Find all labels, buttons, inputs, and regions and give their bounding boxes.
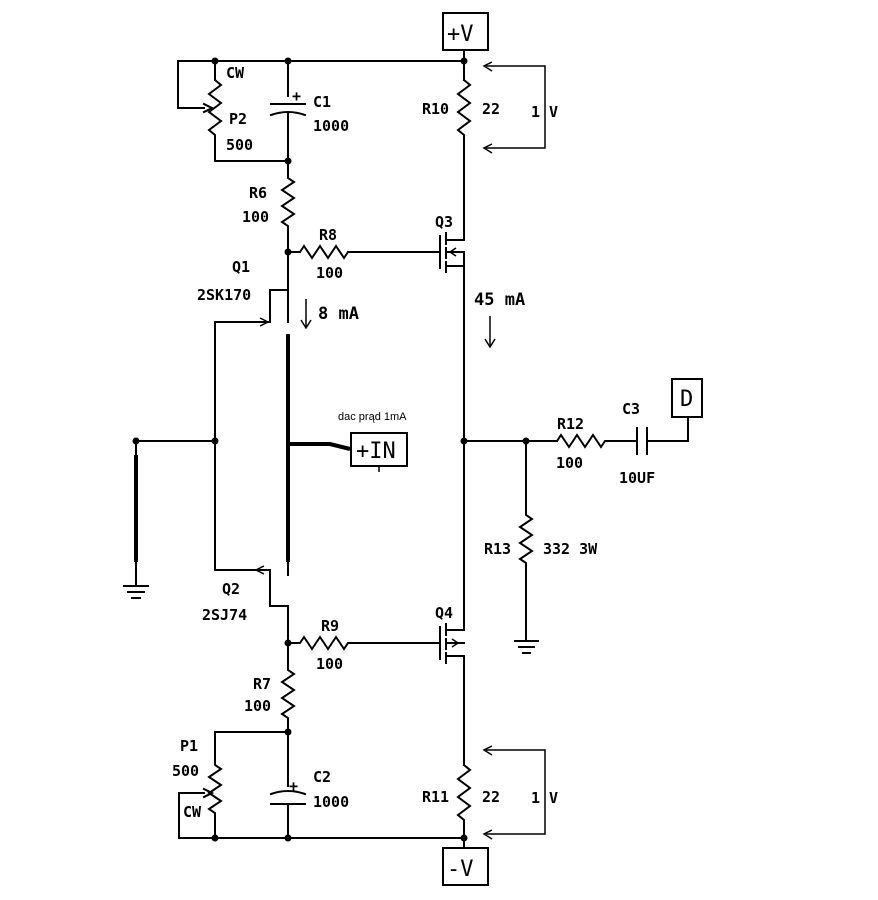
c3-capacitor: [636, 416, 689, 455]
q2-jfet: [254, 561, 289, 641]
q4-mosfet: [439, 439, 465, 766]
p1-potentiometer: [178, 731, 289, 839]
q1-current-label: 8 mA: [318, 304, 359, 324]
r13-resistor: [518, 440, 534, 641]
q1-part: 2SK170: [197, 286, 251, 304]
q2-ref: Q2: [222, 580, 240, 598]
input-note: dac prąd 1mA: [338, 411, 407, 423]
c1-value: 1000: [313, 117, 349, 135]
r10-voltage-label: 1 V: [531, 103, 558, 121]
r9-ref: R9: [321, 617, 339, 635]
output-label: D: [680, 387, 693, 412]
c2-capacitor: [269, 731, 307, 839]
q4-ref: Q4: [435, 604, 453, 622]
p1-ref: P1: [180, 737, 198, 755]
p2-ref: P2: [229, 110, 247, 128]
q3-current-label: 45 mA: [474, 290, 525, 310]
q1-jfet: [214, 251, 289, 327]
input-terminal: [350, 432, 408, 467]
top-rail-wires: [214, 49, 465, 97]
r6-value: 100: [242, 208, 269, 226]
pos-supply-label: +V: [447, 22, 474, 47]
r12-ref: R12: [557, 415, 584, 433]
r11-value: 22: [482, 788, 500, 806]
source-link-wire: [214, 321, 271, 571]
r13-value: 332 3W: [543, 540, 598, 558]
r6-ref: R6: [249, 184, 267, 202]
p2-potentiometer: [177, 60, 289, 162]
r10-ref: R10: [422, 100, 449, 118]
r7-ref: R7: [253, 675, 271, 693]
ground-right: [514, 640, 539, 654]
q1-current-arrow: [300, 299, 312, 330]
r12-resistor: [555, 433, 638, 449]
pos-supply-terminal: [442, 12, 489, 51]
r11-voltage-label: 1 V: [531, 789, 558, 807]
c2-polarity: +: [289, 777, 298, 795]
q3-current-arrow: [484, 316, 496, 349]
r9-resistor: [287, 635, 441, 651]
r13-ref: R13: [484, 540, 511, 558]
c3-value: 10UF: [619, 469, 655, 487]
q2-part: 2SJ74: [202, 606, 247, 624]
p2-wiper-label: CW: [226, 64, 245, 82]
p1-value: 500: [172, 762, 199, 780]
q1-ref: Q1: [232, 258, 250, 276]
r7-resistor: [280, 642, 296, 733]
c1-ref: C1: [313, 93, 331, 111]
neg-supply-label: -V: [447, 857, 474, 882]
neg-supply-terminal: [442, 847, 489, 886]
r9-value: 100: [316, 655, 343, 673]
junction-dots: [132, 57, 530, 842]
q3-mosfet: [439, 232, 465, 441]
output-terminal: [671, 378, 703, 418]
r11-resistor: [456, 763, 472, 849]
r12-value: 100: [556, 454, 583, 472]
r11-ref: R11: [422, 788, 449, 806]
r8-resistor: [287, 244, 441, 260]
c2-ref: C2: [313, 768, 331, 786]
r10-resistor: [456, 78, 472, 241]
c3-ref: C3: [622, 400, 640, 418]
r10-value: 22: [482, 100, 500, 118]
input-wire: [288, 442, 351, 451]
c1-polarity: +: [292, 87, 301, 105]
r6-resistor: [280, 160, 296, 289]
r10-voltage-bracket: [482, 61, 546, 154]
r7-value: 100: [244, 697, 271, 715]
q3-ref: Q3: [435, 213, 453, 231]
r11-voltage-bracket: [482, 745, 546, 840]
c1-capacitor: [269, 103, 307, 162]
ground-left-branch: [123, 440, 216, 599]
input-label: +IN: [356, 439, 396, 464]
p1-wiper-label: CW: [183, 803, 202, 821]
p2-value: 500: [226, 136, 253, 154]
r8-ref: R8: [319, 226, 337, 244]
c2-value: 1000: [313, 793, 349, 811]
r8-value: 100: [316, 264, 343, 282]
